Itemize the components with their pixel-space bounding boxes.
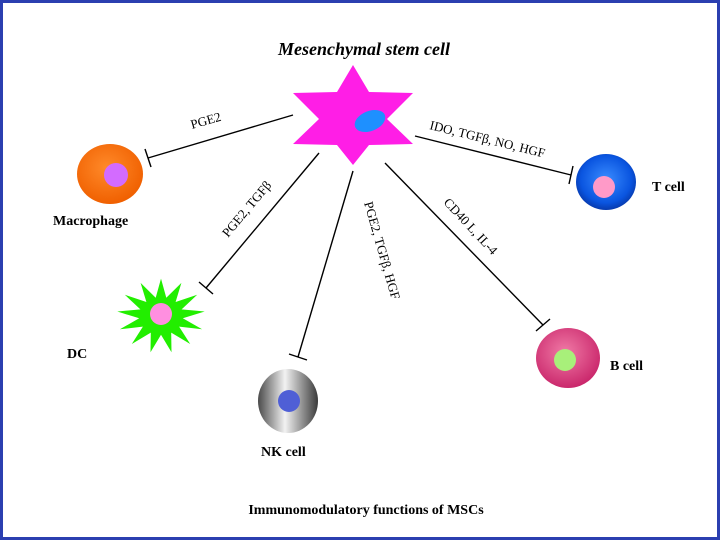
edge-line-b	[384, 162, 544, 326]
diagram-svg: Mesenchymal stem cell Macrophage DC NK c…	[53, 39, 685, 518]
edge-label-macrophage: PGE2	[189, 109, 223, 132]
edge-label-nk: PGE2, TGFβ, HGF	[361, 200, 403, 301]
edge-bar-dc	[198, 281, 214, 295]
edge-line-dc	[205, 152, 320, 289]
t-nucleus	[593, 176, 615, 198]
nk-nucleus	[278, 390, 300, 412]
edge-bar-nk	[288, 353, 308, 361]
edge-line-t	[414, 135, 572, 176]
label-nk: NK cell	[261, 445, 306, 460]
edge-line-nk	[297, 170, 354, 358]
b-nucleus	[554, 349, 576, 371]
label-dc: DC	[67, 347, 87, 362]
msc-star-shape	[293, 65, 413, 165]
msc-nucleus	[354, 109, 386, 133]
diagram-title: Mesenchymal stem cell	[277, 39, 450, 59]
diagram-caption: Immunomodulatory functions of MSCs	[248, 503, 484, 518]
dc-nucleus	[150, 303, 172, 325]
edge-line-macrophage	[147, 114, 294, 159]
macrophage-nucleus	[104, 163, 128, 187]
label-t: T cell	[652, 180, 685, 195]
edge-label-b: CD40 L, IL-4	[441, 195, 501, 258]
edge-bar-macrophage	[144, 148, 152, 168]
edge-bar-t	[568, 165, 574, 185]
label-macrophage: Macrophage	[53, 214, 128, 229]
edge-bar-b	[535, 318, 551, 332]
edge-label-dc: PGE2, TGFβ	[219, 178, 275, 240]
label-b: B cell	[610, 359, 643, 374]
